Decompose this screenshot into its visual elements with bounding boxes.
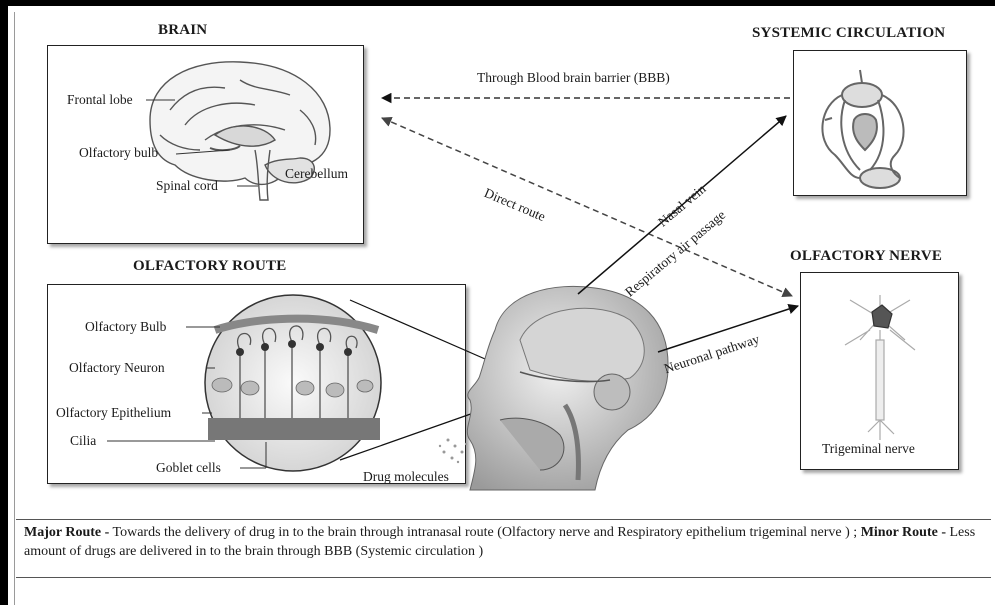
- label-olfactory-epithelium: Olfactory Epithelium: [56, 405, 171, 421]
- caption-minor-label: Minor Route -: [861, 525, 946, 540]
- caption-box: Major Route - Towards the delivery of dr…: [16, 519, 991, 578]
- label-spinal-cord: Spinal cord: [156, 178, 218, 194]
- label-cilia: Cilia: [70, 433, 96, 449]
- olfactory-zoom-illustration: [205, 295, 381, 471]
- label-olfactory-bulb-route: Olfactory Bulb: [85, 319, 166, 335]
- label-frontal-lobe: Frontal lobe: [67, 92, 133, 108]
- circulation-illustration: [822, 70, 903, 188]
- label-trigeminal-nerve: Trigeminal nerve: [822, 441, 915, 457]
- human-head-illustration: [439, 286, 668, 490]
- nerve-illustration: [845, 295, 915, 440]
- label-cerebellum: Cerebellum: [285, 166, 348, 182]
- label-olfactory-bulb: Olfactory bulb: [79, 145, 158, 161]
- arrow-direct-route: [382, 118, 792, 296]
- caption-major-text: Towards the delivery of drug in to the b…: [109, 525, 860, 540]
- label-drug-molecules: Drug molecules: [363, 469, 449, 485]
- label-bbb: Through Blood brain barrier (BBB): [477, 70, 670, 86]
- label-goblet-cells: Goblet cells: [156, 460, 221, 476]
- caption-major-label: Major Route -: [24, 525, 109, 540]
- label-olfactory-neuron: Olfactory Neuron: [69, 360, 165, 376]
